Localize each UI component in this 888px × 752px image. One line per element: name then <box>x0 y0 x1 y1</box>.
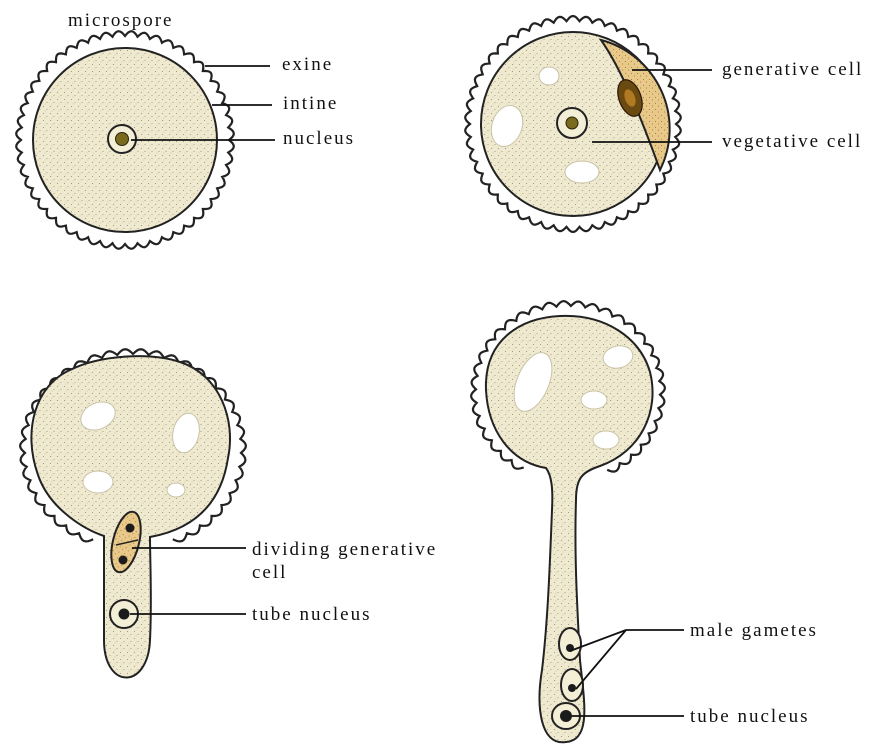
label-vegetative-cell: vegetative cell <box>722 131 862 152</box>
vacuole <box>593 431 619 449</box>
daughter-nucleus <box>119 556 128 565</box>
two-celled-pollen-figure <box>465 16 681 232</box>
label-exine: exine <box>282 54 333 75</box>
vacuole <box>581 391 607 409</box>
tube-nucleus-core <box>119 609 130 620</box>
label-male-gametes: male gametes <box>690 620 818 641</box>
vacuole <box>83 471 113 493</box>
germinating-pollen-figure <box>20 349 246 677</box>
vacuole <box>565 161 599 183</box>
vegetative-nucleus-core <box>566 117 578 129</box>
label-tube-nucleus-2: tube nucleus <box>690 706 810 727</box>
male-gamete-nucleus <box>568 684 576 692</box>
tube-nucleus-2-core <box>560 710 572 722</box>
label-tube-nucleus-1: tube nucleus <box>252 604 372 625</box>
vacuole <box>539 67 559 85</box>
daughter-nucleus <box>126 524 135 533</box>
label-microspore: microspore <box>68 10 173 31</box>
microspore-nucleus-core <box>116 133 129 146</box>
vacuole <box>167 483 185 497</box>
label-dividing-generative-line1: dividing generative <box>252 539 437 560</box>
label-nucleus: nucleus <box>283 128 355 149</box>
label-intine: intine <box>283 93 338 114</box>
pollen-tube-figure <box>471 301 665 742</box>
label-generative-cell: generative cell <box>722 59 863 80</box>
label-dividing-generative-line2: cell <box>252 562 287 583</box>
